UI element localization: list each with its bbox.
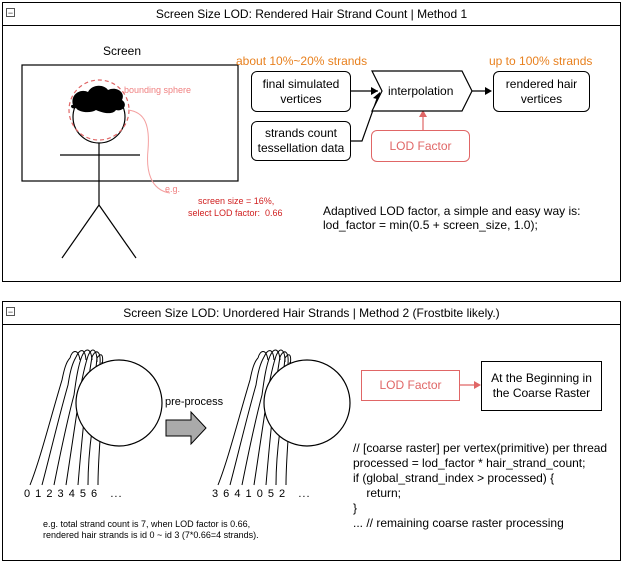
collapse-toggle[interactable]: −: [6, 8, 15, 18]
screen-label: Screen: [103, 44, 142, 58]
strand-note-line-2: rendered hair strands is id 0 ~ id 3 (7*…: [43, 530, 259, 540]
node-beginning-coarse-raster: At the Beginning in the Coarse Raster: [481, 361, 602, 411]
example-line-1: screen size = 16%,: [198, 196, 275, 206]
panel-2-title: Screen Size LOD: Unordered Hair Strands …: [123, 306, 500, 320]
formula-line-1: Adaptived LOD factor, a simple and easy …: [323, 204, 581, 218]
code-line: // [coarse raster] per vertex(primitive)…: [353, 441, 608, 455]
node-strands-count-tessellation: strands count tessellation data: [251, 121, 351, 161]
example-line-2: select LOD factor: 0.66: [188, 208, 283, 218]
upto-strands-label: up to 100% strands: [489, 54, 593, 68]
strand-note-line-1: e.g. total strand count is 7, when LOD f…: [43, 519, 251, 529]
panel-1-header: − Screen Size LOD: Rendered Hair Strand …: [3, 3, 620, 26]
node-final-simulated-vertices: final simulated vertices: [251, 71, 351, 112]
eg-label: e.g.: [165, 184, 181, 194]
node-interpolation-label: interpolation: [388, 84, 454, 98]
code-block: // [coarse raster] per vertex(primitive)…: [353, 441, 607, 531]
code-line: return;: [353, 486, 402, 500]
panel-1-title: Screen Size LOD: Rendered Hair Strand Co…: [155, 7, 468, 21]
left-strand-ids: 0 1 2 3 4 5 6 ...: [24, 488, 123, 500]
code-line: }: [353, 501, 358, 515]
node-lod-factor-1: LOD Factor: [371, 130, 470, 162]
node-rendered-hair-vertices: rendered hair vertices: [493, 71, 590, 112]
code-line: ... // remaining coarse raster processin…: [353, 516, 564, 530]
right-strand-ids: 3 6 4 1 0 5 2 ...: [212, 488, 311, 500]
bounding-sphere-label: bounding sphere: [124, 85, 192, 95]
preprocess-label: pre-process: [165, 396, 224, 408]
code-line: if (global_strand_index > processed) {: [353, 471, 555, 485]
collapse-toggle[interactable]: −: [6, 307, 15, 317]
panel-2-header: − Screen Size LOD: Unordered Hair Strand…: [3, 302, 620, 325]
node-lod-factor-2: LOD Factor: [361, 370, 460, 401]
formula-line-2: lod_factor = min(0.5 + screen_size, 1.0)…: [323, 218, 538, 232]
about-strands-label: about 10%~20% strands: [236, 54, 368, 68]
code-line: processed = lod_factor * hair_strand_cou…: [353, 456, 586, 470]
